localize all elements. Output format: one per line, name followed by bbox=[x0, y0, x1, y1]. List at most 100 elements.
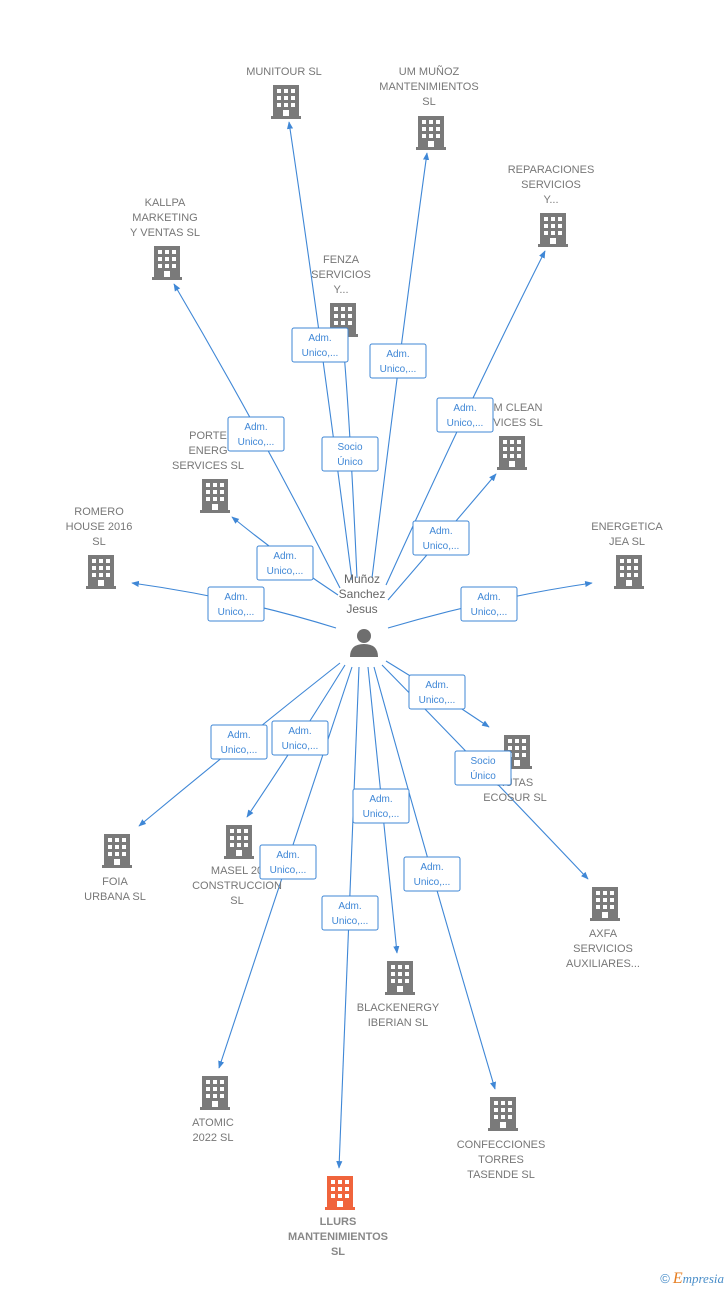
company-name-line: MASEL 20 bbox=[211, 865, 263, 877]
company-name-line: SERVICIOS bbox=[573, 943, 633, 955]
company-name-line: JEA SL bbox=[609, 536, 645, 548]
copyright-icon: © bbox=[660, 1271, 670, 1286]
company-name-line: PORTE bbox=[189, 430, 227, 442]
edge-label-kallpa[interactable]: Adm.Unico,... bbox=[227, 416, 285, 452]
company-node-axfa[interactable]: AXFASERVICIOSAUXILIARES... bbox=[566, 887, 640, 970]
company-node-porte[interactable]: PORTE ENERG SERVICES SL bbox=[172, 430, 244, 513]
building-icon bbox=[152, 246, 182, 280]
edge-label-line: Adm. bbox=[453, 403, 476, 414]
edge-label-line: Unico,... bbox=[447, 418, 484, 429]
person-icon bbox=[350, 629, 378, 657]
company-name-line: MARKETING bbox=[132, 212, 197, 224]
building-icon bbox=[538, 213, 568, 247]
person-name-line: Sanchez bbox=[339, 587, 386, 601]
edge-label-porte[interactable]: Adm.Unico,... bbox=[256, 545, 314, 581]
building-icon bbox=[590, 887, 620, 921]
edge-label-line: Unico,... bbox=[270, 865, 307, 876]
edge-label-foia[interactable]: Adm. Unico,... bbox=[210, 724, 268, 760]
edge-label-line: Adm. bbox=[425, 680, 448, 691]
edge-label-rutas[interactable]: Adm. Unico,... bbox=[408, 674, 466, 710]
edge-label-line: Socio bbox=[470, 756, 495, 767]
edge-label-line: Adm. bbox=[386, 349, 409, 360]
edge-label-line: Único bbox=[337, 455, 363, 468]
building-icon bbox=[614, 555, 644, 589]
company-node-munitour[interactable]: MUNITOUR SL bbox=[246, 66, 322, 119]
edge-label-line: Único bbox=[470, 769, 496, 782]
company-name-line: FENZA bbox=[323, 254, 360, 266]
company-name-line: 2022 SL bbox=[193, 1132, 234, 1144]
edge-label-line: Adm. bbox=[276, 850, 299, 861]
company-name-line: CONFECCIONES bbox=[457, 1139, 546, 1151]
building-icon bbox=[497, 436, 527, 470]
person-name-line: Jesus bbox=[346, 602, 377, 616]
company-name-line: TASENDE SL bbox=[467, 1169, 535, 1181]
company-node-fenza[interactable]: FENZA SERVICIOS Y... bbox=[311, 254, 371, 337]
building-icon bbox=[102, 834, 132, 868]
edge-label-line: Unico,... bbox=[419, 695, 456, 706]
edge-label-line: Unico,... bbox=[471, 607, 508, 618]
edge-label-line: Unico,... bbox=[267, 566, 304, 577]
company-name-line: M CLEAN bbox=[494, 402, 543, 414]
edge-label-line: Adm. bbox=[288, 726, 311, 737]
company-name-line: ATOMIC bbox=[192, 1117, 234, 1129]
company-node-atomic[interactable]: ATOMIC 2022 SL bbox=[192, 1076, 234, 1144]
company-name-line: URBANA SL bbox=[84, 891, 146, 903]
building-icon bbox=[416, 116, 446, 150]
edge-label-blackenergy[interactable]: Adm. Unico,... bbox=[352, 788, 410, 824]
edge-label-llurs[interactable]: Adm. Unico,... bbox=[321, 895, 379, 931]
company-node-confecciones[interactable]: CONFECCIONES TORRES TASENDE SL bbox=[457, 1097, 546, 1181]
company-node-reparaciones[interactable]: REPARACIONESSERVICIOSY... bbox=[508, 164, 595, 247]
company-name-line: Y... bbox=[333, 284, 348, 296]
edge-label-confecciones[interactable]: Adm.Unico,... bbox=[403, 856, 461, 892]
building-icon bbox=[224, 825, 254, 859]
edge-label-line: Unico,... bbox=[332, 916, 369, 927]
footer-brand[interactable]: ©Empresia bbox=[660, 1270, 724, 1288]
edge-label-energetica[interactable]: Adm.Unico,... bbox=[460, 586, 518, 622]
company-name-line: MANTENIMIENTOS bbox=[379, 81, 478, 93]
edge-label-line: Adm. bbox=[227, 730, 250, 741]
edge-label-line: Adm. bbox=[244, 422, 267, 433]
building-icon bbox=[488, 1097, 518, 1131]
company-node-llurs[interactable]: LLURS MANTENIMIENTOS SL bbox=[288, 1176, 388, 1258]
edge-label-masel[interactable]: Adm. Unico,... bbox=[271, 720, 329, 756]
company-name-line: AXFA bbox=[589, 928, 618, 940]
edge-label-clean[interactable]: Adm.Unico,... bbox=[412, 520, 470, 556]
edge-label-line: Unico,... bbox=[363, 809, 400, 820]
edge-label-line: Adm. bbox=[338, 901, 361, 912]
company-name-line: SERVICES SL bbox=[172, 460, 244, 472]
company-name-line: SERVICIOS bbox=[311, 269, 371, 281]
company-name-line: LLURS bbox=[320, 1216, 357, 1228]
company-name-line: MANTENIMIENTOS bbox=[288, 1231, 388, 1243]
edge-label-romero[interactable]: Adm.Unico,... bbox=[207, 586, 265, 622]
edge-label-atomic[interactable]: Adm. Unico,... bbox=[259, 844, 317, 880]
edge-labels-layer: Adm.Unico,...SocioÚnicoAdm.Unico,...Adm.… bbox=[207, 327, 518, 931]
company-name-line: HOUSE 2016 bbox=[66, 521, 133, 533]
edge-label-line: Adm. bbox=[224, 592, 247, 603]
edge-label-line: Adm. bbox=[369, 794, 392, 805]
edge-label-line: Unico,... bbox=[282, 741, 319, 752]
edge-label-line: Unico,... bbox=[221, 745, 258, 756]
building-icon bbox=[385, 961, 415, 995]
company-name-line: SL bbox=[331, 1246, 345, 1258]
edge-label-um-munoz[interactable]: Adm.Unico,... bbox=[369, 343, 427, 379]
company-name-line: TORRES bbox=[478, 1154, 524, 1166]
brand-logo-initial: E bbox=[672, 1270, 683, 1287]
edge-label-reparaciones[interactable]: Adm. Unico,... bbox=[436, 397, 494, 433]
edge-label-munitour[interactable]: Adm.Unico,... bbox=[291, 327, 349, 363]
company-name-line: SL bbox=[422, 96, 435, 108]
company-name-line: ENERG bbox=[188, 445, 227, 457]
company-name-line: BLACKENERGY bbox=[357, 1002, 440, 1014]
